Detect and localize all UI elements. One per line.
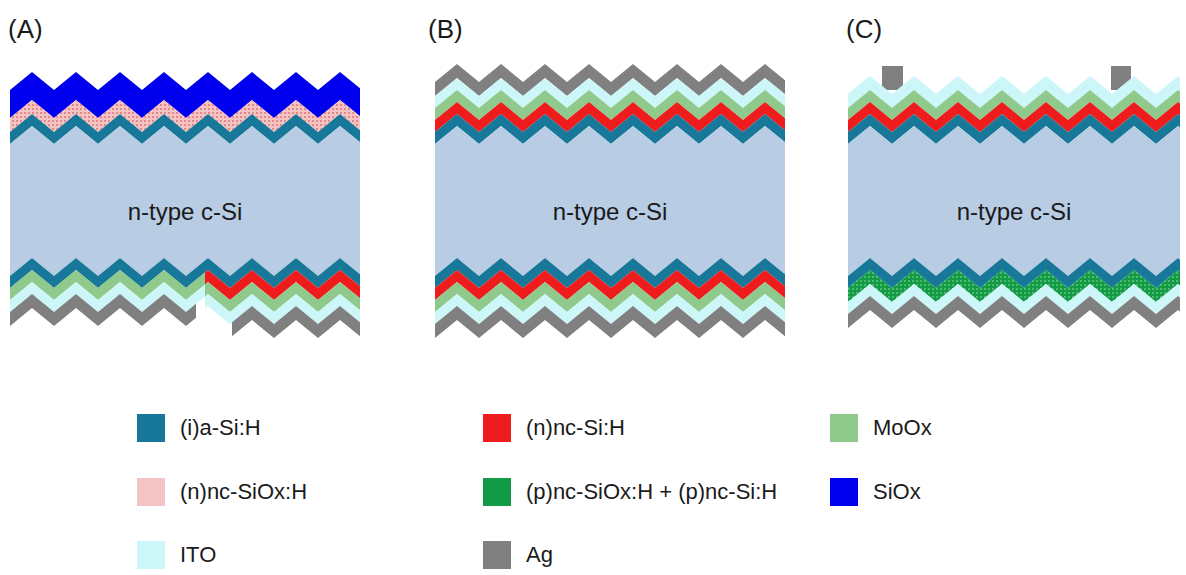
ag-layer xyxy=(435,306,785,338)
wafer-label: n-type c-Si xyxy=(128,198,243,226)
ag-layer xyxy=(232,306,360,338)
wafer-label: n-type c-Si xyxy=(553,198,668,226)
legend-swatch xyxy=(137,541,165,569)
panel-label: (A) xyxy=(8,14,43,45)
wafer-label: n-type c-Si xyxy=(957,198,1072,226)
panel-label: (C) xyxy=(846,14,882,45)
wafer-band: n-type c-Si xyxy=(553,198,668,226)
ag-layer xyxy=(848,296,1180,328)
wafer-layer xyxy=(435,126,785,276)
legend-text: SiOx xyxy=(873,479,921,505)
wafer-layer xyxy=(848,126,1180,276)
legend-text: (p)nc-SiOx:H + (p)nc-Si:H xyxy=(526,479,777,505)
legend-swatch xyxy=(137,414,165,442)
panel-label: (B) xyxy=(428,14,463,45)
legend-swatch xyxy=(483,541,511,569)
legend-text: (n)nc-SiOx:H xyxy=(180,479,307,505)
legend-swatch xyxy=(483,478,511,506)
legend-text: MoOx xyxy=(873,415,932,441)
legend-swatch xyxy=(830,478,858,506)
legend-text: Ag xyxy=(526,542,553,568)
ag-layer xyxy=(10,294,196,326)
wafer-band: n-type c-Si xyxy=(957,198,1072,226)
legend-text: (i)a-Si:H xyxy=(180,415,261,441)
ag-finger xyxy=(882,66,903,90)
legend-text: ITO xyxy=(180,542,216,568)
legend-swatch xyxy=(137,478,165,506)
legend-swatch xyxy=(483,414,511,442)
legend-swatch xyxy=(830,414,858,442)
wafer-layer xyxy=(10,126,360,276)
legend-text: (n)nc-Si:H xyxy=(526,415,625,441)
wafer-band: n-type c-Si xyxy=(128,198,243,226)
